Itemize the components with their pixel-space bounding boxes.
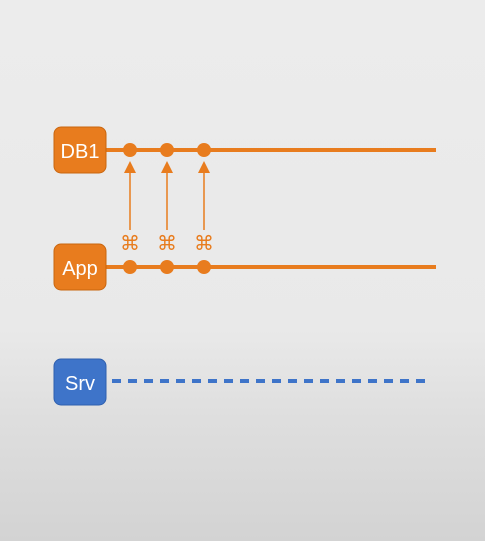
app-node-box	[53, 243, 107, 291]
app-node: App	[53, 243, 107, 291]
sync-arrow	[198, 161, 210, 230]
app-node-label: App	[62, 258, 98, 280]
arrow-head	[198, 161, 210, 173]
srv-node-label: Srv	[65, 373, 95, 395]
command-key-icon: ⌘	[194, 231, 214, 255]
arrow-head	[124, 161, 136, 173]
command-key-icon: ⌘	[157, 231, 177, 255]
srv-node-box	[53, 358, 107, 406]
db1-event-dot	[160, 143, 174, 157]
srv-node: Srv	[53, 358, 107, 406]
db1-node: DB1	[53, 126, 107, 174]
db1-event-dot	[197, 143, 211, 157]
db1-event-dot	[123, 143, 137, 157]
app-event-dot	[197, 260, 211, 274]
db1-node-box	[53, 126, 107, 174]
db1-node-label: DB1	[61, 141, 100, 163]
app-event-dot	[123, 260, 137, 274]
app-event-dot	[160, 260, 174, 274]
command-key-icon: ⌘	[120, 231, 140, 255]
sync-arrow	[124, 161, 136, 230]
sync-arrow	[161, 161, 173, 230]
arrow-head	[161, 161, 173, 173]
